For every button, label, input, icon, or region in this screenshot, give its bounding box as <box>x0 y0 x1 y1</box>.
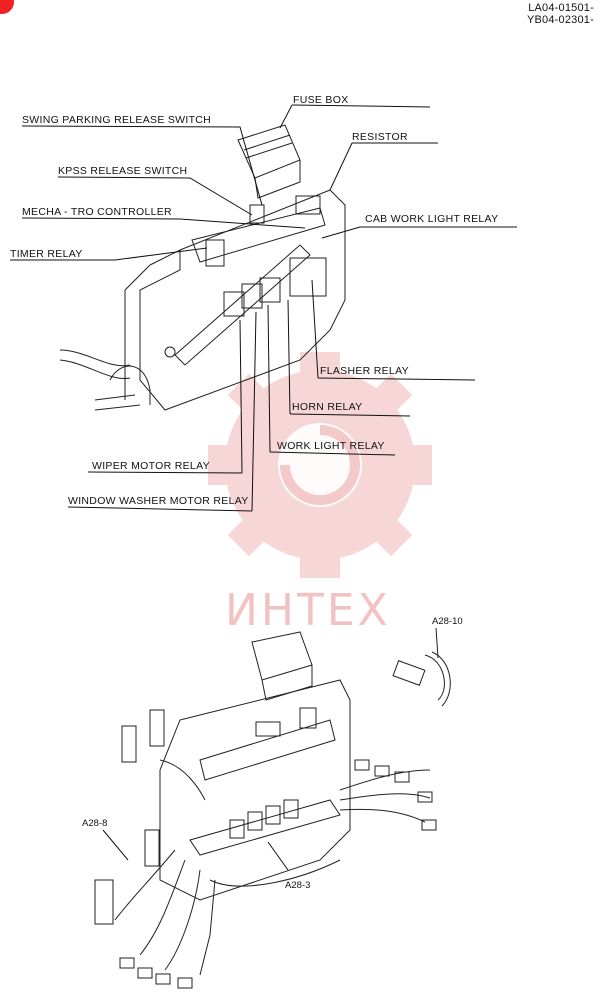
label-kpss-release-switch: KPSS RELEASE SWITCH <box>58 165 188 177</box>
label-resistor: RESISTOR <box>352 131 408 143</box>
label-fuse-box: FUSE BOX <box>293 94 349 106</box>
label-work-light-relay: WORK LIGHT RELAY <box>277 440 385 452</box>
label-cab-work-light-relay: CAB WORK LIGHT RELAY <box>365 213 499 225</box>
label-wiper-motor-relay: WIPER MOTOR RELAY <box>92 460 210 472</box>
part-ref-a28-8: A28-8 <box>82 818 108 829</box>
document-code-2: YB04-02301- <box>526 14 594 26</box>
label-timer-relay: TIMER RELAY <box>10 248 83 260</box>
label-window-washer-motor-relay: WINDOW WASHER MOTOR RELAY <box>68 495 249 507</box>
label-flasher-relay: FLASHER RELAY <box>320 365 409 377</box>
part-ref-a28-3: A28-3 <box>285 880 311 891</box>
watermark-text: ИНТЕХ <box>225 585 391 636</box>
document-code-1: LA04-01501- <box>528 2 594 14</box>
label-mecha-tro-controller: MECHA - TRO CONTROLLER <box>22 206 172 218</box>
part-ref-a28-10: A28-10 <box>432 616 463 627</box>
label-horn-relay: HORN RELAY <box>292 401 363 413</box>
label-swing-parking-release-switch: SWING PARKING RELEASE SWITCH <box>22 114 212 126</box>
